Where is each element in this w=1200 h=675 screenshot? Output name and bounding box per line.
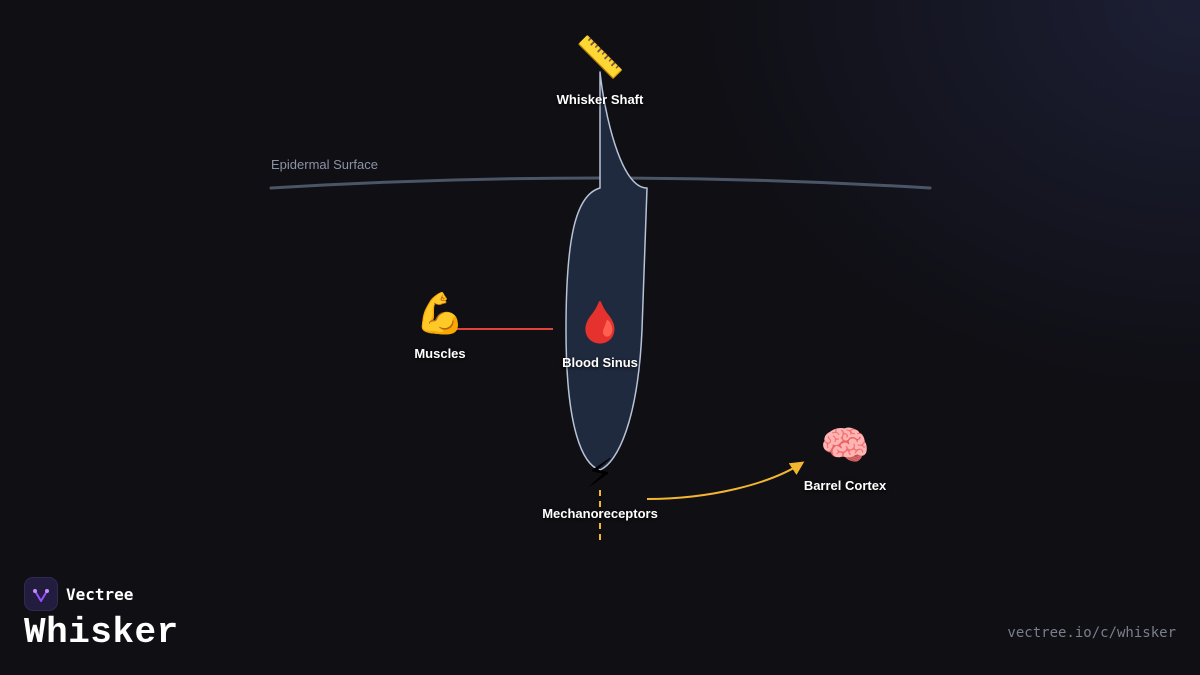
- blood-drop-icon: 🩸: [575, 300, 625, 346]
- muscles-label: Muscles: [414, 346, 466, 361]
- whisker-shaft-label: Whisker Shaft: [556, 92, 644, 107]
- vectree-logo-icon: [24, 577, 58, 611]
- signal-arrow: [646, 461, 805, 500]
- page-url: vectree.io/c/whisker: [1007, 625, 1176, 641]
- page-title: Whisker: [24, 612, 179, 653]
- epidermal-surface-label: Epidermal Surface: [271, 157, 378, 172]
- blood-sinus-label: Blood Sinus: [562, 355, 638, 370]
- barrel-cortex-label: Barrel Cortex: [803, 478, 887, 493]
- mechanoreceptors-label: Mechanoreceptors: [542, 506, 658, 521]
- lightning-icon: ⚡: [585, 451, 615, 497]
- flexed-biceps-icon: 💪: [415, 291, 465, 337]
- brand-name: Vectree: [66, 585, 134, 604]
- brain-icon: 🧠: [820, 423, 870, 469]
- whisker-follicle: [565, 71, 648, 471]
- ruler-icon: 📏: [575, 35, 625, 81]
